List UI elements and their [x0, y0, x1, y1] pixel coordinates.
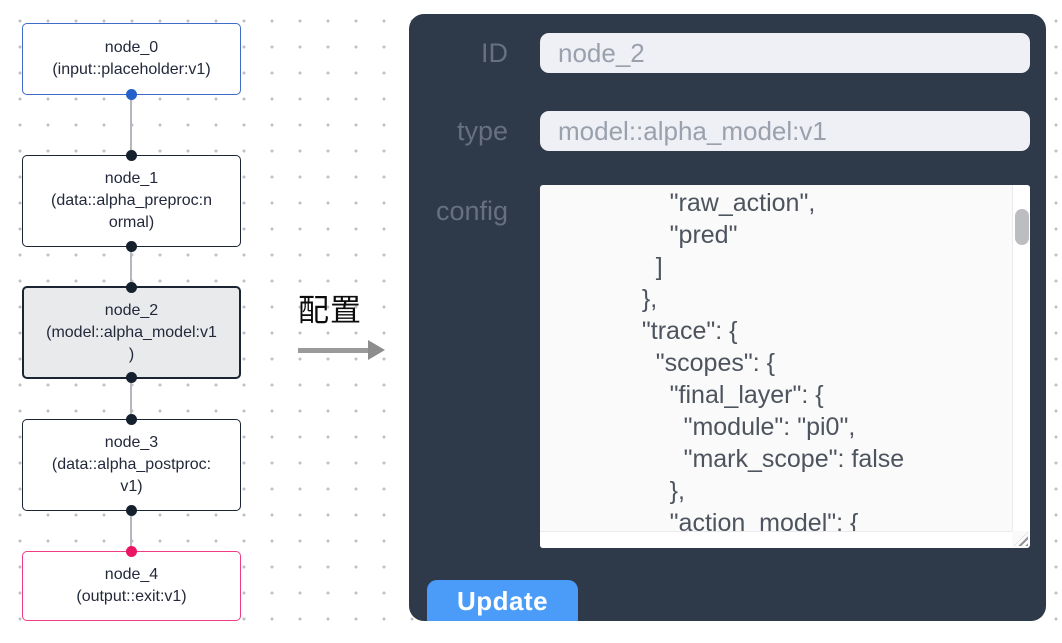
node-type: (output::exit:v1)	[76, 588, 187, 605]
node-id: node_2	[104, 301, 159, 319]
update-button[interactable]: Update	[427, 580, 578, 621]
node-id: node_3	[104, 434, 159, 451]
vertical-scrollbar[interactable]	[1012, 185, 1030, 531]
source-handle[interactable]	[126, 372, 137, 383]
flow-node-node_4[interactable]: node_4 (output::exit:v1)	[22, 546, 241, 621]
config-json-content: "raw_action", "pred" ] }, "trace": { "sc…	[641, 189, 905, 531]
node-type: (data::alpha_postproc: v1)	[51, 456, 212, 495]
target-handle[interactable]	[126, 546, 137, 557]
transition-label: 配置	[298, 293, 362, 328]
node-id: node_4	[104, 566, 159, 583]
flow-node-node_0[interactable]: node_0 (input::placeholder:v1)	[22, 23, 241, 100]
type-input[interactable]	[540, 111, 1030, 151]
source-handle[interactable]	[126, 505, 137, 516]
config-textarea[interactable]: "raw_action", "pred" ] }, "trace": { "sc…	[540, 185, 1030, 548]
flow-node-node_2[interactable]: node_2 (model::alpha_model:v1 )	[22, 282, 241, 383]
vertical-scrollbar-thumb[interactable]	[1015, 209, 1029, 245]
arrow-shaft	[298, 348, 370, 353]
source-handle[interactable]	[126, 89, 137, 100]
configure-transition: 配置	[292, 293, 392, 360]
target-handle[interactable]	[126, 150, 137, 161]
id-input[interactable]	[540, 33, 1030, 73]
type-field-label: type	[456, 116, 508, 146]
node-type: (input::placeholder:v1)	[52, 61, 211, 78]
node-id: node_1	[104, 170, 159, 187]
arrow-head	[368, 340, 385, 360]
config-field-label: config	[435, 196, 508, 226]
id-field-label: ID	[481, 38, 508, 68]
arrow-right-icon	[292, 340, 392, 360]
target-handle[interactable]	[126, 282, 137, 293]
resize-grip-icon[interactable]	[1014, 532, 1028, 546]
node-type: (data::alpha_preproc:n ormal)	[51, 192, 212, 231]
node-config-panel: ID type config "raw_action", "pred" ] },…	[409, 14, 1046, 621]
node-type: (model::alpha_model:v1 )	[46, 323, 217, 363]
target-handle[interactable]	[126, 414, 137, 425]
flow-node-node_3[interactable]: node_3 (data::alpha_postproc: v1)	[22, 414, 241, 516]
flow-node-node_1[interactable]: node_1 (data::alpha_preproc:n ormal)	[22, 150, 241, 252]
node-id: node_0	[104, 39, 159, 56]
horizontal-scrollbar[interactable]	[540, 531, 1012, 548]
source-handle[interactable]	[126, 241, 137, 252]
